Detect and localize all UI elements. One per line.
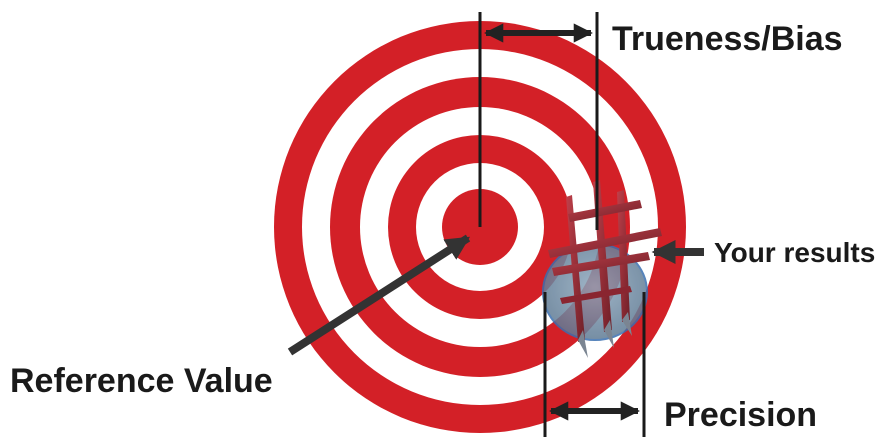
trueness-bias-label: Trueness/Bias (612, 20, 843, 58)
precision-label: Precision (664, 396, 817, 434)
dart-4 (548, 200, 662, 304)
darts-cluster (548, 180, 662, 358)
reference-value-arrow (287, 234, 471, 356)
your-results-label: Your results (714, 237, 875, 268)
reference-value-label: Reference Value (10, 362, 273, 400)
